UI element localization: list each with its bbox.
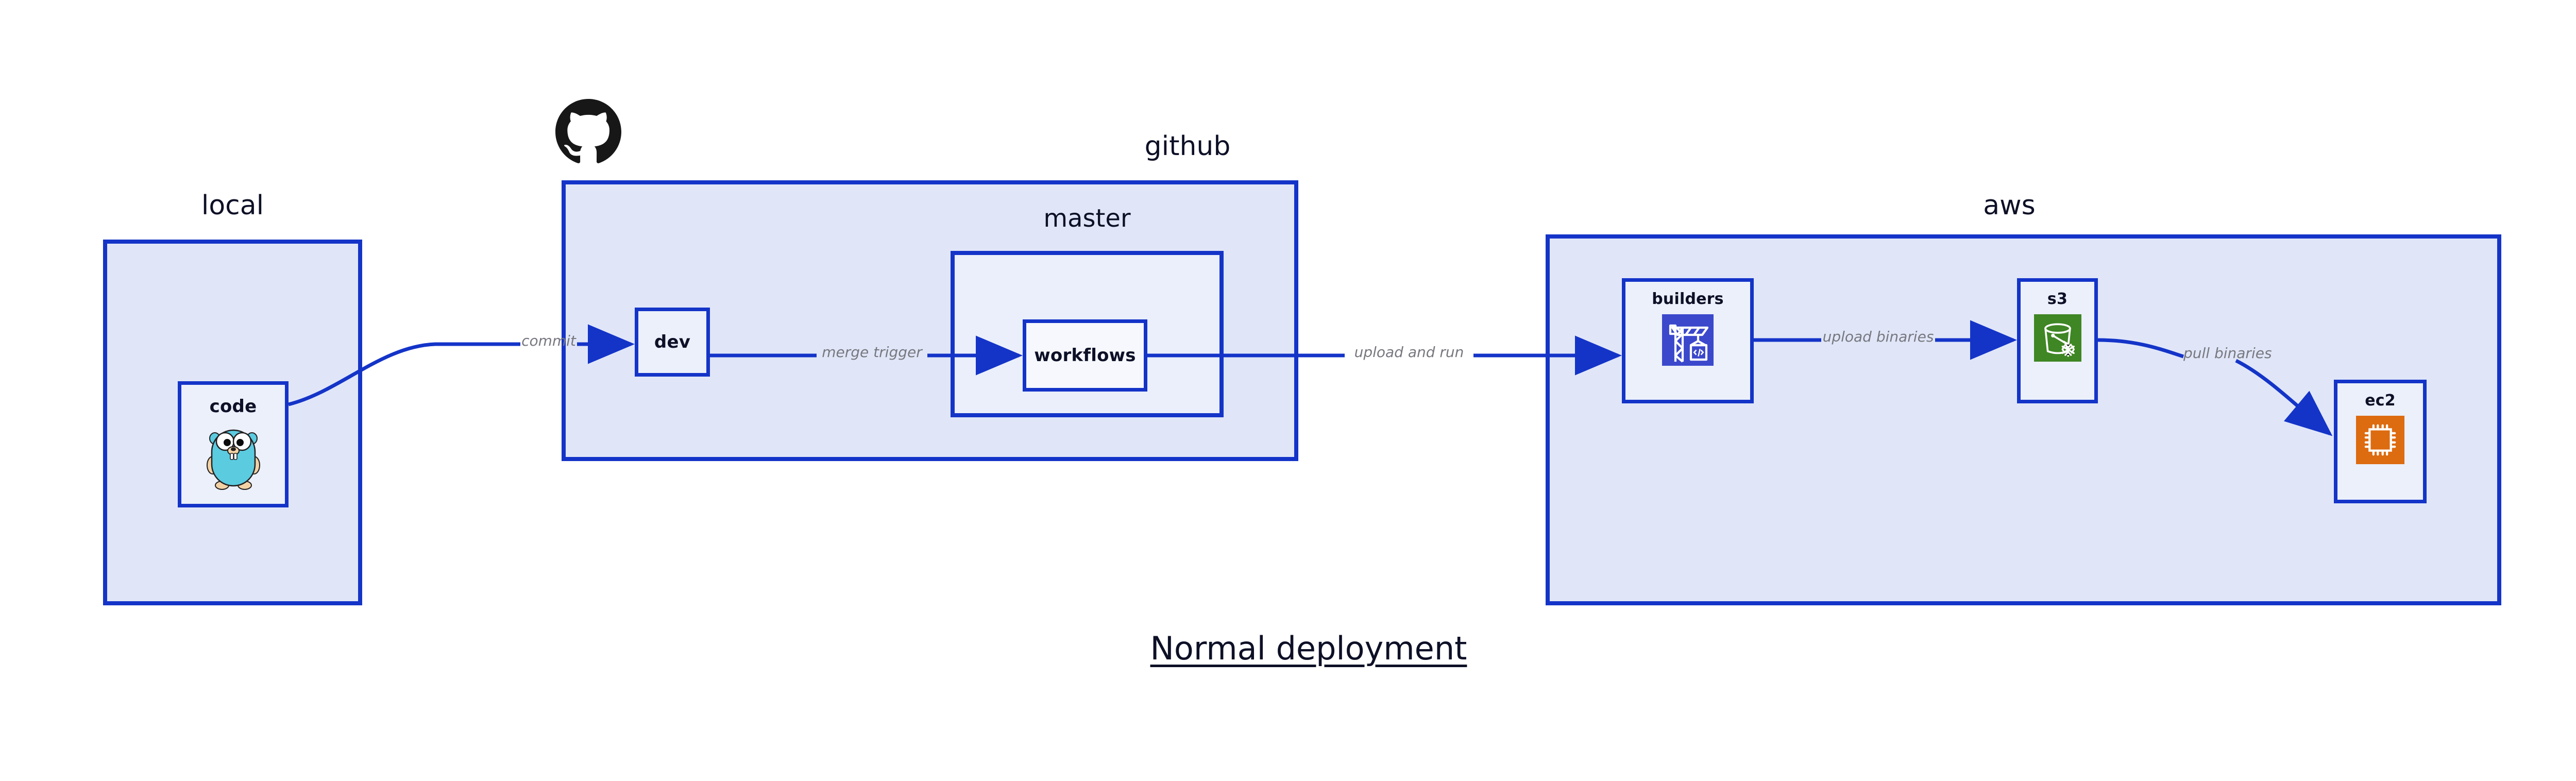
node-workflows-label: workflows <box>1034 345 1136 366</box>
edge-label-commit: commit <box>521 332 576 349</box>
aws-ec2-icon <box>2356 416 2404 466</box>
zone-caption-local: local <box>201 190 264 221</box>
edge-label-upload-and-run: upload and run <box>1354 344 1464 361</box>
node-dev-label: dev <box>654 332 691 352</box>
edge-label-pull-binaries: pull binaries <box>2183 345 2272 362</box>
edge-label-upload-binaries: upload binaries <box>1822 328 1934 345</box>
node-ec2-label: ec2 <box>2365 392 2396 410</box>
node-code-label: code <box>209 396 257 417</box>
github-octocat-icon <box>555 99 621 167</box>
node-code[interactable]: code <box>178 381 289 507</box>
zone-caption-aws: aws <box>1983 190 2036 221</box>
go-gopher-icon <box>205 424 262 492</box>
edge-label-merge-trigger: merge trigger <box>822 344 922 361</box>
node-ec2[interactable]: ec2 <box>2334 380 2427 503</box>
node-workflows[interactable]: workflows <box>1023 319 1147 392</box>
zone-caption-master: master <box>1043 204 1131 233</box>
node-s3[interactable]: s3 <box>2017 278 2098 403</box>
aws-s3-glacier-icon <box>2033 314 2081 364</box>
node-builders[interactable]: builders <box>1622 278 1754 403</box>
node-s3-label: s3 <box>2047 290 2068 308</box>
diagram-title: Normal deployment <box>1150 630 1467 667</box>
aws-codebuild-icon <box>1662 314 1714 368</box>
zone-caption-github: github <box>1144 131 1231 162</box>
node-builders-label: builders <box>1652 290 1724 308</box>
node-dev[interactable]: dev <box>635 308 710 377</box>
